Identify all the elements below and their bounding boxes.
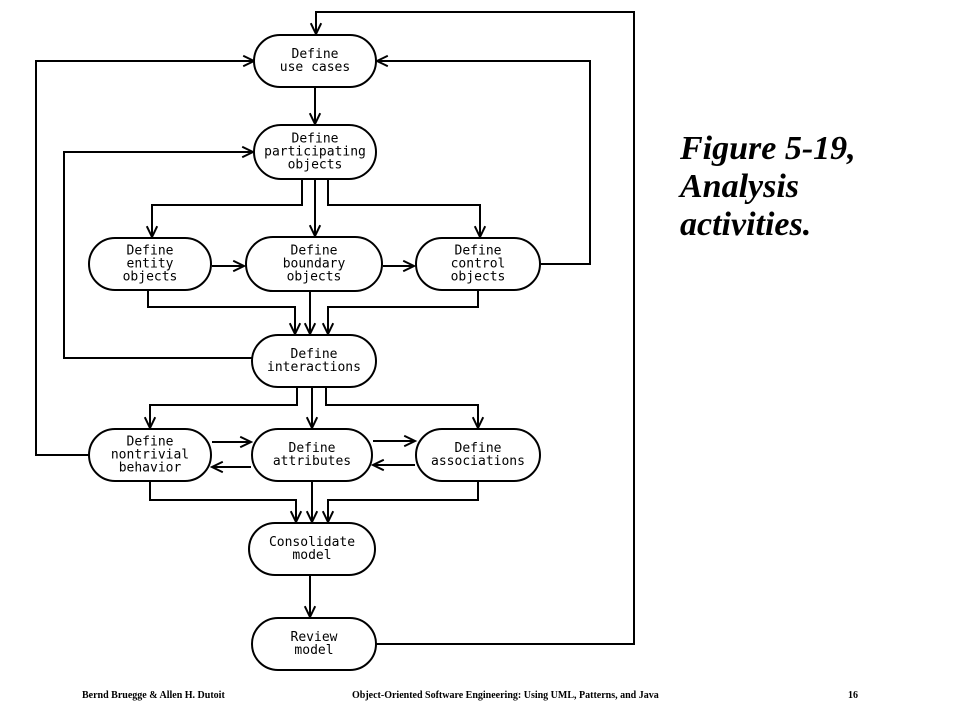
activity-label: Define [455, 441, 502, 456]
arrowhead-icon [370, 458, 385, 472]
flow-line [35, 60, 254, 456]
activity-shape [245, 236, 383, 292]
activity-label: Review [291, 630, 338, 645]
activity-shape [415, 237, 541, 291]
arrowhead-icon [232, 259, 247, 273]
flow-line [325, 388, 479, 428]
flow-line [315, 11, 635, 645]
flow-arrow-define-participating-objects-to-define-boundary-objects [308, 180, 322, 239]
flow-arrow-define-entity-objects-to-define-boundary-objects [212, 259, 247, 273]
flow-arrow-define-boundary-objects-to-define-control-objects [383, 259, 417, 273]
flow-arrow-define-interactions-to-define-nontrivial-behavior [143, 388, 298, 431]
flow-line [63, 151, 253, 359]
activity-label: objects [123, 270, 178, 285]
activity-label: control [451, 257, 506, 272]
flow-arrow-define-participating-objects-to-define-entity-objects [145, 180, 303, 240]
footer-page-number: 16 [848, 690, 858, 701]
activity-label: boundary [283, 257, 346, 272]
flow-line [147, 290, 296, 334]
flow-arrow-define-associations-to-consolidate-model [321, 482, 479, 525]
flow-arrow-define-control-objects-to-define-use-cases [374, 54, 591, 265]
flow-arrow-define-associations-to-define-attributes [370, 458, 415, 472]
edge-layer [35, 11, 635, 645]
flow-line [377, 60, 591, 265]
activity-shape [253, 124, 377, 180]
activity-label: objects [287, 270, 342, 285]
flow-line [149, 388, 298, 428]
footer-book-title: Object-Oriented Software Engineering: Us… [352, 690, 659, 701]
arrowhead-icon [239, 435, 254, 449]
activity-label: objects [451, 270, 506, 285]
flow-arrow-define-use-cases-to-define-participating-objects [308, 88, 322, 127]
activity-shape [248, 522, 376, 576]
flow-arrow-define-participating-objects-to-define-control-objects [327, 180, 487, 240]
footer-authors: Bernd Bruegge & Allen H. Dutoit [82, 690, 225, 701]
activity-label: interactions [267, 360, 361, 375]
flow-line [149, 482, 297, 522]
activity-label: Define [291, 347, 338, 362]
activity-label: associations [431, 454, 525, 469]
activity-shape [88, 237, 212, 291]
flow-arrow-define-attributes-to-define-associations [373, 434, 418, 448]
caption-line: activities. [680, 206, 812, 243]
caption-line: Figure 5-19, [680, 130, 856, 167]
activity-label: Define [455, 244, 502, 259]
flow-arrow-define-interactions-to-define-associations [325, 388, 485, 431]
flow-arrow-consolidate-model-to-review-model [303, 576, 317, 620]
activity-shape [88, 428, 212, 482]
activity-label: use cases [280, 60, 350, 75]
flow-arrow-define-control-objects-to-define-interactions [321, 290, 479, 337]
flow-arrow-define-boundary-objects-to-define-interactions [303, 291, 317, 337]
activity-label: Define [127, 435, 174, 450]
activity-label: model [292, 548, 331, 563]
arrowhead-icon [402, 259, 417, 273]
activity-label: Define [292, 132, 339, 147]
activity-shape [253, 34, 377, 88]
activity-label: model [294, 643, 333, 658]
flow-line [327, 482, 479, 522]
flow-arrow-define-attributes-to-consolidate-model [305, 482, 319, 525]
activity-shape [251, 428, 373, 482]
activity-label: objects [288, 158, 343, 173]
flow-arrow-define-entity-objects-to-define-interactions [147, 290, 302, 337]
activity-label: Define [127, 244, 174, 259]
activity-label: behavior [119, 461, 182, 476]
activity-label: nontrivial [111, 448, 189, 463]
flow-arrow-define-attributes-to-define-nontrivial-behavior [209, 460, 251, 474]
activity-label: Define [292, 47, 339, 62]
figure-caption: Figure 5-19, Analysis activities. [680, 130, 930, 244]
caption-line: Analysis [680, 168, 800, 205]
activity-label: attributes [273, 454, 351, 469]
flow-arrow-define-nontrivial-behavior-to-define-attributes [212, 435, 254, 449]
arrowhead-icon [403, 434, 418, 448]
flow-line [151, 180, 303, 237]
flow-arrow-define-interactions-to-define-attributes [305, 388, 319, 431]
activity-label: Define [289, 441, 336, 456]
activity-shape [415, 428, 541, 482]
flow-line [327, 290, 479, 334]
activity-label: Consolidate [269, 535, 355, 550]
flow-arrow-define-nontrivial-behavior-to-consolidate-model [149, 482, 303, 525]
arrowhead-icon [209, 460, 224, 474]
activity-label: entity [127, 257, 174, 272]
activity-shape [251, 334, 377, 388]
flow-line [327, 180, 481, 237]
activity-shape [251, 617, 377, 671]
activity-label: Define [291, 244, 338, 259]
activity-label: participating [264, 145, 366, 160]
